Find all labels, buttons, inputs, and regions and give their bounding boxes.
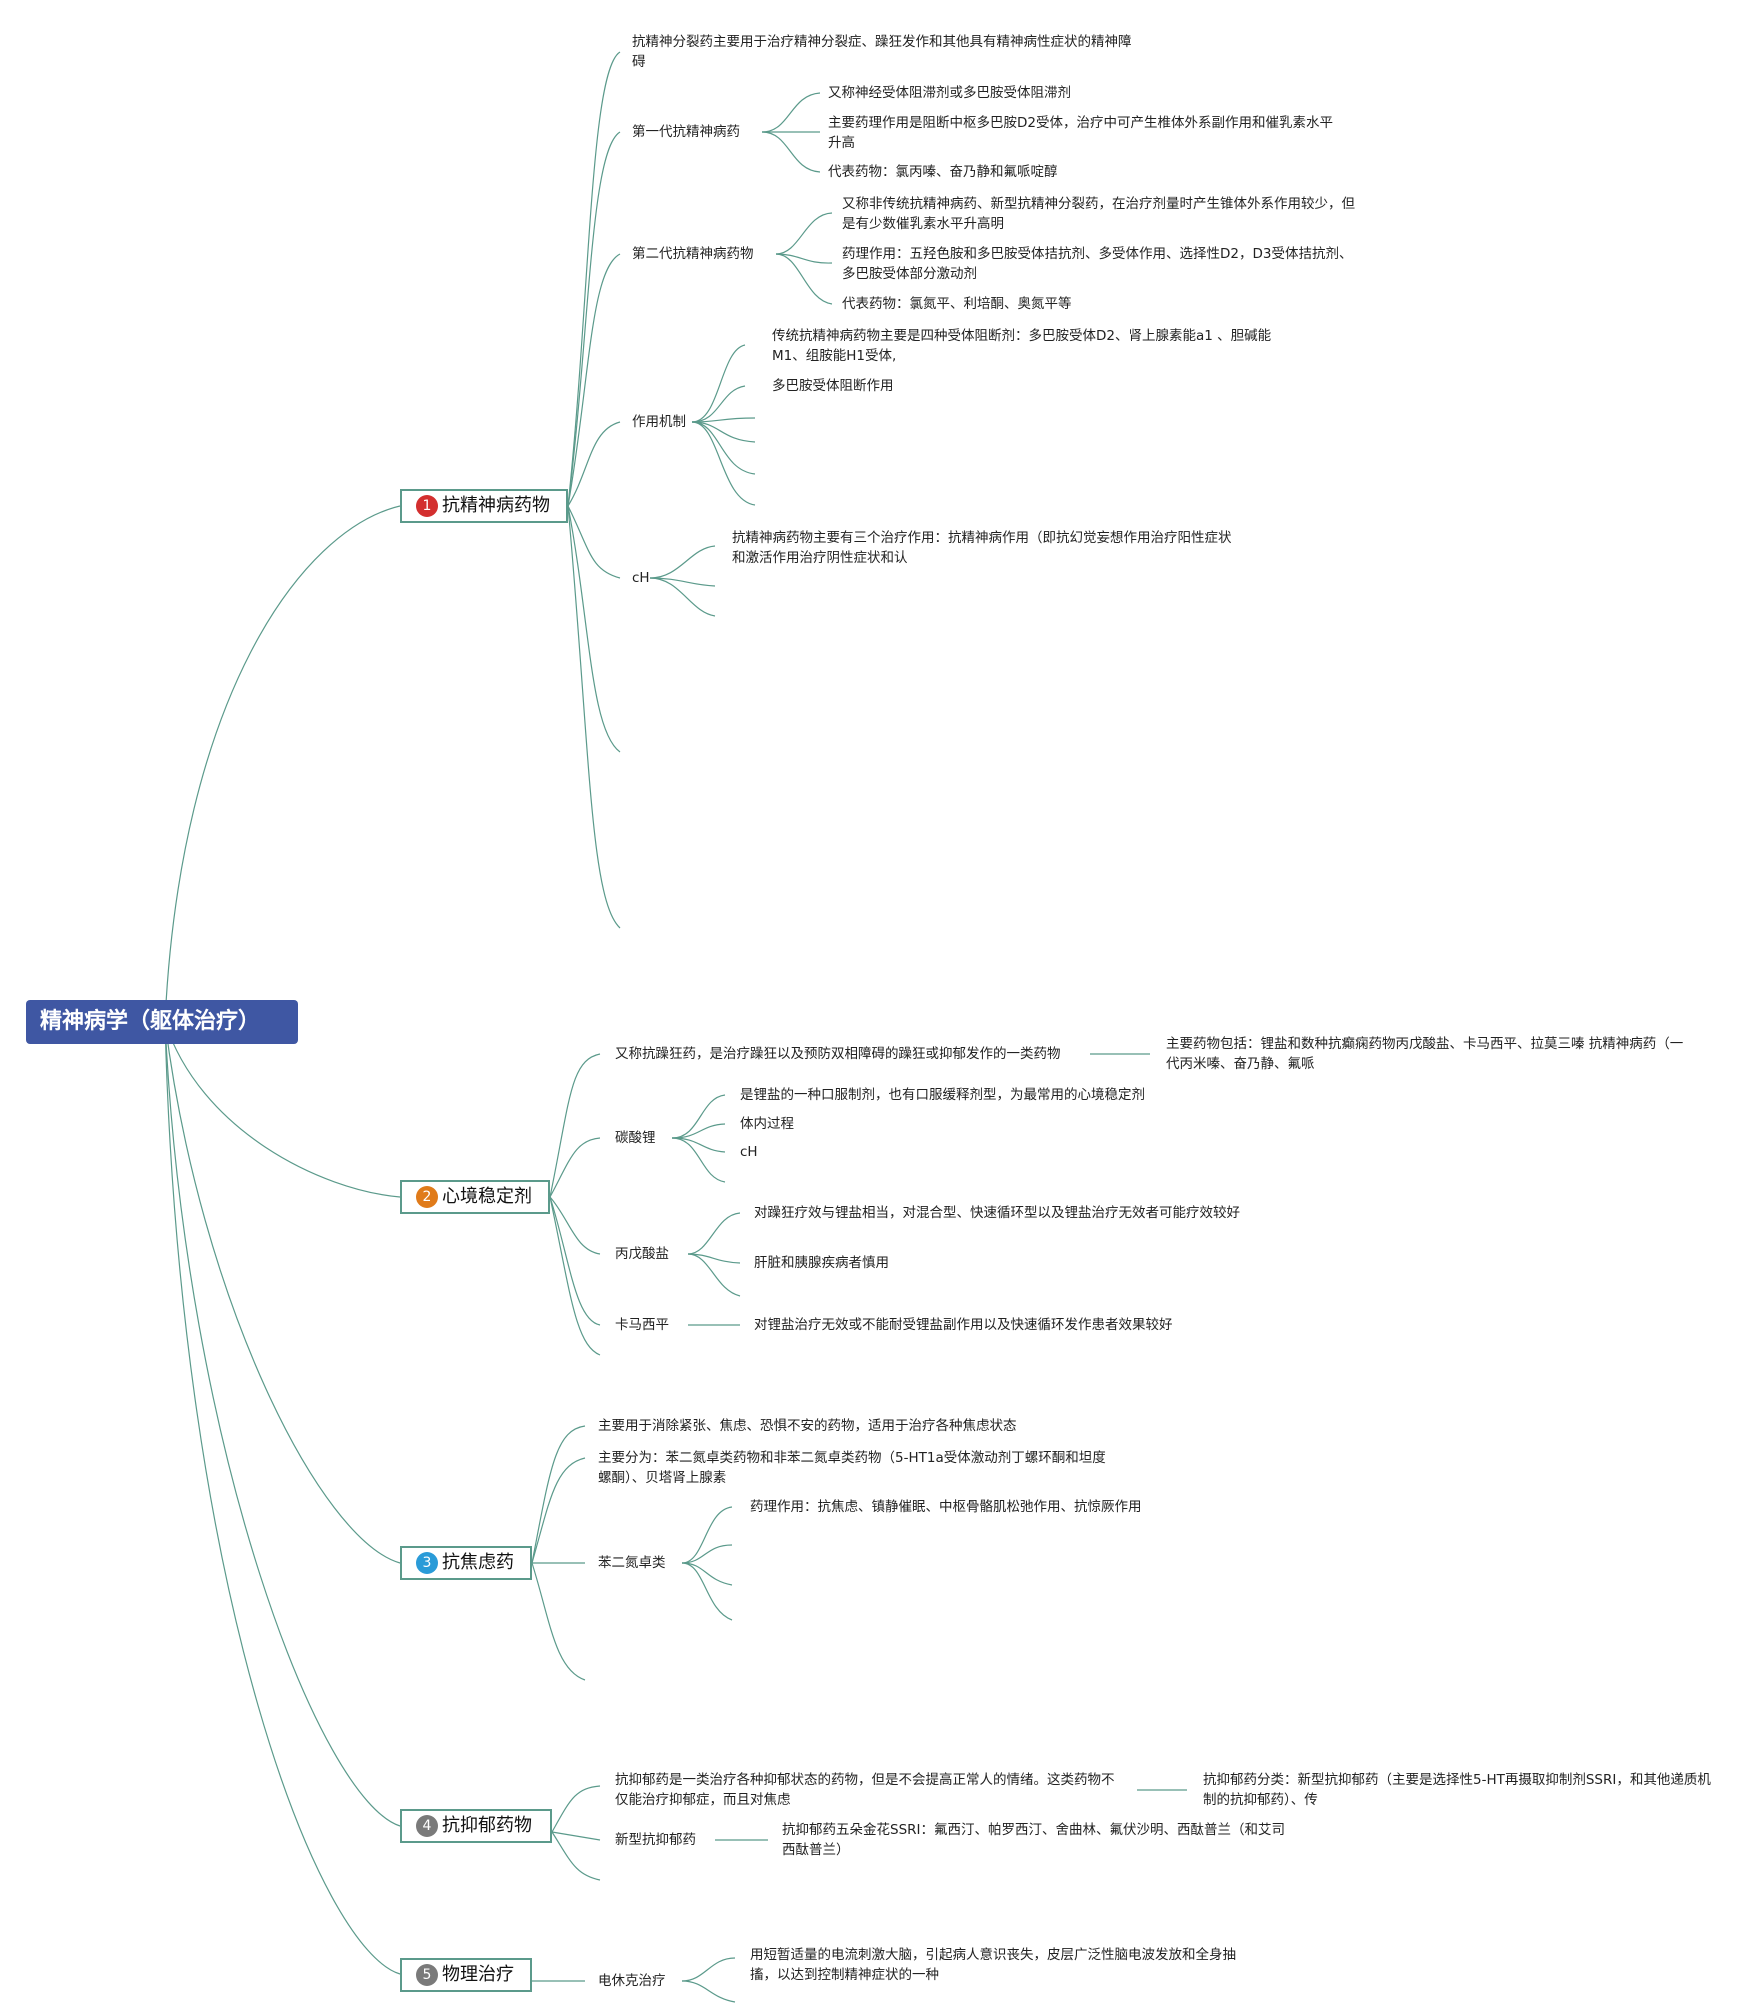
- node-b1-gen1[interactable]: 第一代抗精神病药: [632, 124, 740, 140]
- node-b2-intro-drugs[interactable]: 主要药物包括：锂盐和数种抗癫痫药物丙戊酸盐、卡马西平、拉莫三嗪 抗精神病药（一代…: [1166, 1036, 1684, 1072]
- node-b1-intro[interactable]: 抗精神分裂药主要用于治疗精神分裂症、躁狂发作和其他具有精神病性症状的精神障碍: [632, 34, 1132, 70]
- branch-label: 物理治疗: [442, 1964, 514, 1985]
- branch-label: 抗精神病药物: [442, 495, 550, 516]
- node-b4-new-antidepressants[interactable]: 新型抗抑郁药: [615, 1832, 696, 1848]
- node-b3-benzodiazepines[interactable]: 苯二氮卓类: [598, 1555, 666, 1571]
- node-b1-gen2-pharmacology[interactable]: 药理作用：五羟色胺和多巴胺受体拮抗剂、多受体作用、选择性D2，D3受体拮抗剂、多…: [842, 246, 1353, 282]
- node-b4-intro[interactable]: 抗抑郁药是一类治疗各种抑郁状态的药物，但是不会提高正常人的情绪。这类药物不仅能治…: [615, 1772, 1115, 1808]
- node-b3-intro[interactable]: 主要用于消除紧张、焦虑、恐惧不安的药物，适用于治疗各种焦虑状态: [598, 1418, 1017, 1434]
- root-topic[interactable]: 精神病学（躯体治疗）: [26, 1000, 298, 1044]
- node-b5-ect[interactable]: 电休克治疗: [598, 1973, 666, 1989]
- node-b2-lithium-ch[interactable]: cH: [740, 1144, 758, 1160]
- node-b2-lithium[interactable]: 碳酸锂: [615, 1130, 656, 1146]
- node-b1-mechanism-dopamine[interactable]: 多巴胺受体阻断作用: [772, 378, 894, 394]
- node-b5-ect-desc[interactable]: 用短暂适量的电流刺激大脑，引起病人意识丧失，皮层广泛性脑电波发放和全身抽搐，以达…: [750, 1947, 1236, 1983]
- branch-label: 心境稳定剂: [442, 1186, 532, 1207]
- node-b3-benzodiazepines-pharmacology[interactable]: 药理作用：抗焦虑、镇静催眠、中枢骨骼肌松弛作用、抗惊厥作用: [750, 1499, 1142, 1515]
- node-b1-ch[interactable]: cH: [632, 570, 650, 586]
- node-b1-gen2-alias[interactable]: 又称非传统抗精神病药、新型抗精神分裂药，在治疗剂量时产生锥体外系作用较少，但是有…: [842, 196, 1355, 232]
- number-badge-2: 2: [416, 1186, 438, 1208]
- node-b1-ch-effects[interactable]: 抗精神病药物主要有三个治疗作用：抗精神病作用（即抗幻觉妄想作用治疗阳性症状和激活…: [732, 530, 1232, 566]
- number-badge-5: 5: [416, 1964, 438, 1986]
- connector-root-b4: [164, 1021, 401, 1827]
- connector-root-b5: [164, 1021, 401, 1975]
- connector-root-b2: [164, 1021, 401, 1198]
- node-b2-carbamazepine[interactable]: 卡马西平: [615, 1317, 669, 1333]
- branch-label: 抗焦虑药: [442, 1552, 514, 1573]
- node-b2-intro[interactable]: 又称抗躁狂药，是治疗躁狂以及预防双相障碍的躁狂或抑郁发作的一类药物: [615, 1046, 1061, 1062]
- node-b2-valproate-caution[interactable]: 肝脏和胰腺疾病者慎用: [754, 1255, 889, 1271]
- branch-label: 抗抑郁药物: [442, 1815, 532, 1836]
- node-b1-mechanism-receptors[interactable]: 传统抗精神病药物主要是四种受体阻断剂：多巴胺受体D2、肾上腺素能a1 、胆碱能M…: [772, 328, 1272, 364]
- connector-root-b3: [164, 1021, 401, 1564]
- node-b1-gen2-drugs[interactable]: 代表药物：氯氮平、利培酮、奥氮平等: [842, 296, 1072, 312]
- node-b3-classes[interactable]: 主要分为：苯二氮卓类药物和非苯二氮卓类药物（5-HT1a受体激动剂丁螺环酮和坦度…: [598, 1450, 1106, 1486]
- node-b1-gen2[interactable]: 第二代抗精神病药物: [632, 246, 754, 262]
- node-b4-intro-classification[interactable]: 抗抑郁药分类：新型抗抑郁药（主要是选择性5-HT再摄取抑制剂SSRI，和其他递质…: [1203, 1772, 1711, 1808]
- node-b2-lithium-desc[interactable]: 是锂盐的一种口服制剂，也有口服缓释剂型，为最常用的心境稳定剂: [740, 1087, 1145, 1103]
- node-b2-lithium-pk[interactable]: 体内过程: [740, 1116, 794, 1132]
- node-b1-gen1-pharmacology[interactable]: 主要药理作用是阻断中枢多巴胺D2受体，治疗中可产生椎体外系副作用和催乳素水平升高: [828, 115, 1333, 151]
- connector-root-b1: [164, 505, 401, 1023]
- node-b4-new-ssri[interactable]: 抗抑郁药五朵金花SSRI：氟西汀、帕罗西汀、舍曲林、氟伏沙明、西酞普兰（和艾司西…: [782, 1822, 1285, 1858]
- node-b2-valproate[interactable]: 丙戊酸盐: [615, 1246, 669, 1262]
- number-badge-3: 3: [416, 1552, 438, 1574]
- node-b1-mechanism[interactable]: 作用机制: [632, 414, 686, 430]
- node-b2-carbamazepine-efficacy[interactable]: 对锂盐治疗无效或不能耐受锂盐副作用以及快速循环发作患者效果较好: [754, 1317, 1173, 1333]
- number-badge-4: 4: [416, 1815, 438, 1837]
- node-b1-gen1-alias[interactable]: 又称神经受体阻滞剂或多巴胺受体阻滞剂: [828, 85, 1071, 101]
- node-b1-gen1-drugs[interactable]: 代表药物：氯丙嗪、奋乃静和氟哌啶醇: [828, 164, 1058, 180]
- node-b2-valproate-efficacy[interactable]: 对躁狂疗效与锂盐相当，对混合型、快速循环型以及锂盐治疗无效者可能疗效较好: [754, 1205, 1240, 1221]
- number-badge-1: 1: [416, 495, 438, 517]
